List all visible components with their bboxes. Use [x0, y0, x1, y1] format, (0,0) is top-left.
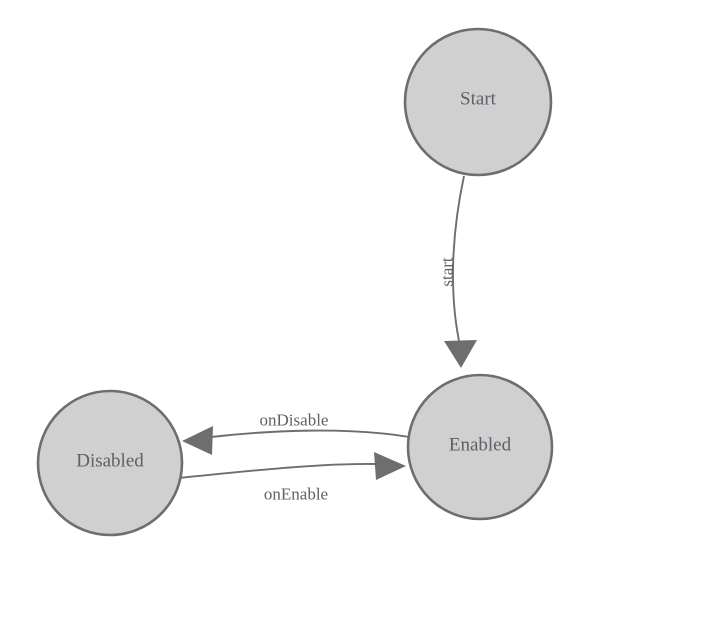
edge-enabled-to-disabled-path — [210, 429, 410, 438]
edge-enabled-to-disabled-arrowhead — [182, 426, 213, 455]
edge-start-to-enabled[interactable]: start — [438, 175, 478, 368]
node-disabled-label: Disabled — [76, 451, 144, 472]
edge-start-to-enabled-arrowhead — [444, 340, 477, 368]
node-start-circle — [403, 27, 553, 177]
edge-disabled-to-enabled-path — [177, 462, 377, 479]
node-enabled-circle — [406, 373, 554, 521]
node-start[interactable]: Start — [403, 27, 553, 177]
node-disabled[interactable]: Disabled — [36, 389, 184, 537]
edge-label-onenable: onEnable — [264, 485, 328, 504]
edge-enabled-to-disabled[interactable]: onDisable — [182, 411, 410, 456]
node-start-label: Start — [460, 89, 497, 110]
edge-disabled-to-enabled-arrowhead — [374, 452, 406, 480]
node-enabled[interactable]: Enabled — [406, 373, 554, 521]
node-enabled-label: Enabled — [449, 435, 512, 456]
edge-label-start: start — [438, 257, 457, 287]
edge-disabled-to-enabled[interactable]: onEnable — [177, 452, 406, 504]
edge-start-to-enabled-path — [452, 175, 465, 342]
node-disabled-circle — [36, 389, 184, 537]
edge-label-ondisable: onDisable — [260, 411, 329, 430]
